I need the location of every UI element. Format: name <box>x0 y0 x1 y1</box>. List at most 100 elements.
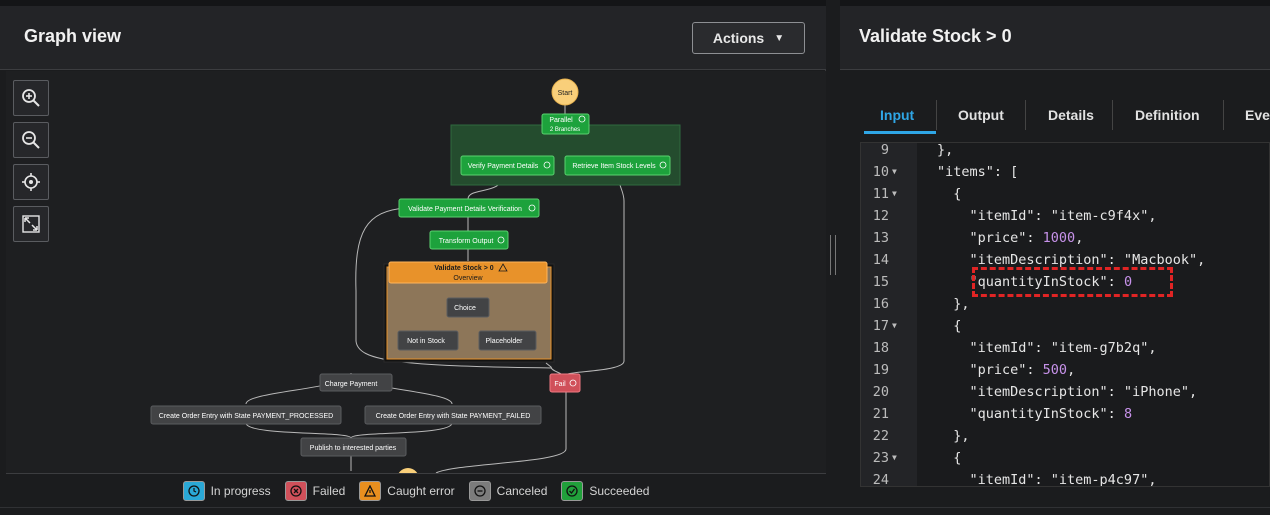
line-number: 12 <box>872 208 889 224</box>
validate-payment-node[interactable]: Validate Payment Details Verification <box>398 198 540 218</box>
check-circle-icon <box>528 204 536 212</box>
code-line: 9}, <box>861 142 1269 161</box>
code-line: 15 "quantityInStock": 0 <box>861 271 1269 293</box>
top-strip <box>840 0 1270 6</box>
legend-label: Canceled <box>496 483 548 498</box>
x-circle-icon <box>284 480 307 501</box>
line-number: 16 <box>872 296 889 312</box>
center-button[interactable] <box>13 164 49 200</box>
line-number: 10 <box>872 164 889 180</box>
tab-details[interactable]: Details <box>1026 100 1113 130</box>
detail-panel-header: Validate Stock > 0 <box>840 6 1270 70</box>
zoom-out-icon <box>22 131 40 149</box>
end-node[interactable] <box>397 468 419 473</box>
check-circle-icon <box>561 480 584 501</box>
panel-resize-divider[interactable] <box>826 0 840 507</box>
fold-toggle-icon[interactable]: ▼ <box>892 453 897 462</box>
line-number: 14 <box>872 252 889 268</box>
retrieve-stock-label: Retrieve Item Stock Levels <box>572 163 656 170</box>
retrieve-stock-node[interactable]: Retrieve Item Stock Levels <box>564 155 671 176</box>
caret-down-icon: ▼ <box>774 32 785 44</box>
code-line: 11▼ { <box>861 183 1269 205</box>
zoom-out-button[interactable] <box>13 122 49 158</box>
code-text: { <box>937 450 962 466</box>
start-node[interactable]: Start <box>551 78 579 106</box>
validate-payment-label: Validate Payment Details Verification <box>408 206 522 213</box>
placeholder-label: Placeholder <box>486 338 524 345</box>
code-text: }, <box>937 142 954 158</box>
code-line: 19 "price": 500, <box>861 359 1269 381</box>
verify-payment-node[interactable]: Verify Payment Details <box>460 155 555 176</box>
create-failed-node[interactable]: Create Order Entry with State PAYMENT_FA… <box>364 405 542 425</box>
code-text: "price": 1000, <box>937 230 1084 246</box>
resize-grip-icon[interactable] <box>830 235 836 275</box>
charge-payment-node[interactable]: Charge Payment <box>319 373 393 392</box>
fold-toggle-icon[interactable]: ▼ <box>892 189 897 198</box>
detail-tabs: Input Output Details Definition Eve <box>864 100 1270 130</box>
zoom-in-button[interactable] <box>13 80 49 116</box>
fullscreen-button[interactable] <box>13 206 49 242</box>
code-text: { <box>937 186 962 202</box>
line-number: 13 <box>872 230 889 246</box>
warning-icon <box>359 480 382 501</box>
code-line: 14 "itemDescription": "Macbook", <box>861 249 1269 271</box>
tab-definition[interactable]: Definition <box>1113 100 1224 130</box>
graph-canvas[interactable]: Start Parallel 2 Branches Verify Payment… <box>6 71 826 473</box>
check-circle-icon <box>497 236 505 244</box>
code-line: 18 "itemId": "item-g7b2q", <box>861 337 1269 359</box>
line-number: 11 <box>872 186 889 202</box>
line-number: 21 <box>872 406 889 422</box>
line-number: 20 <box>872 384 889 400</box>
code-line: 23▼ { <box>861 447 1269 469</box>
line-number: 17 <box>872 318 889 334</box>
create-processed-node[interactable]: Create Order Entry with State PAYMENT_PR… <box>150 405 342 425</box>
code-line: 13 "price": 1000, <box>861 227 1269 249</box>
code-line: 24 "itemId": "item-p4c97", <box>861 469 1269 486</box>
detail-panel: Validate Stock > 0 Input Output Details … <box>840 0 1270 507</box>
legend-label: Caught error <box>387 483 455 498</box>
state-machine-graph: Start Parallel 2 Branches Verify Payment… <box>150 78 681 473</box>
choice-node[interactable]: Choice <box>446 297 490 318</box>
placeholder-node[interactable]: Placeholder <box>478 330 537 351</box>
start-label: Start <box>558 90 573 97</box>
tab-input[interactable]: Input <box>864 100 937 130</box>
actions-button[interactable]: Actions ▼ <box>692 22 805 54</box>
legend-label: Failed <box>312 483 346 498</box>
graph-panel-header: Graph view Actions ▼ <box>0 6 826 70</box>
line-number: 19 <box>872 362 889 378</box>
zoom-in-icon <box>22 89 40 107</box>
minus-circle-icon <box>468 480 491 501</box>
clock-icon <box>182 480 205 501</box>
not-in-stock-node[interactable]: Not in Stock <box>397 330 459 351</box>
check-circle-icon <box>659 161 667 169</box>
crosshair-icon <box>22 173 40 191</box>
code-line: 17▼ { <box>861 315 1269 337</box>
verify-payment-label: Verify Payment Details <box>468 163 539 170</box>
transform-output-node[interactable]: Transform Output <box>429 230 509 250</box>
fail-node[interactable]: Fail <box>549 373 581 393</box>
x-circle-icon <box>569 379 577 387</box>
input-json-viewer[interactable]: 9},10▼"items": [11▼ {12 "itemId": "item-… <box>860 142 1270 487</box>
overview-label: Overview <box>453 275 483 282</box>
fold-toggle-icon[interactable]: ▼ <box>892 167 897 176</box>
code-line: 12 "itemId": "item-c9f4x", <box>861 205 1269 227</box>
graph-panel-title: Graph view <box>24 26 122 46</box>
line-number: 23 <box>872 450 889 466</box>
expand-icon <box>22 215 40 233</box>
legend-succeeded: Succeeded <box>561 480 649 501</box>
line-number: 18 <box>872 340 889 356</box>
code-text: }, <box>937 296 970 312</box>
tab-events[interactable]: Eve <box>1245 107 1270 123</box>
fold-toggle-icon[interactable]: ▼ <box>892 321 897 330</box>
publish-node[interactable]: Publish to interested parties <box>300 437 407 457</box>
parallel-node[interactable]: Parallel 2 Branches <box>541 113 590 135</box>
code-line: 16 }, <box>861 293 1269 315</box>
status-legend: In progress Failed Caught error Canceled… <box>6 473 826 507</box>
fail-label: Fail <box>554 381 566 388</box>
line-number-gutter <box>861 143 917 486</box>
tab-output[interactable]: Output <box>937 100 1026 130</box>
code-text: }, <box>937 428 970 444</box>
graph-panel: Graph view Actions ▼ <box>0 0 826 515</box>
publish-label: Publish to interested parties <box>310 445 397 452</box>
create-failed-label: Create Order Entry with State PAYMENT_FA… <box>376 413 531 420</box>
